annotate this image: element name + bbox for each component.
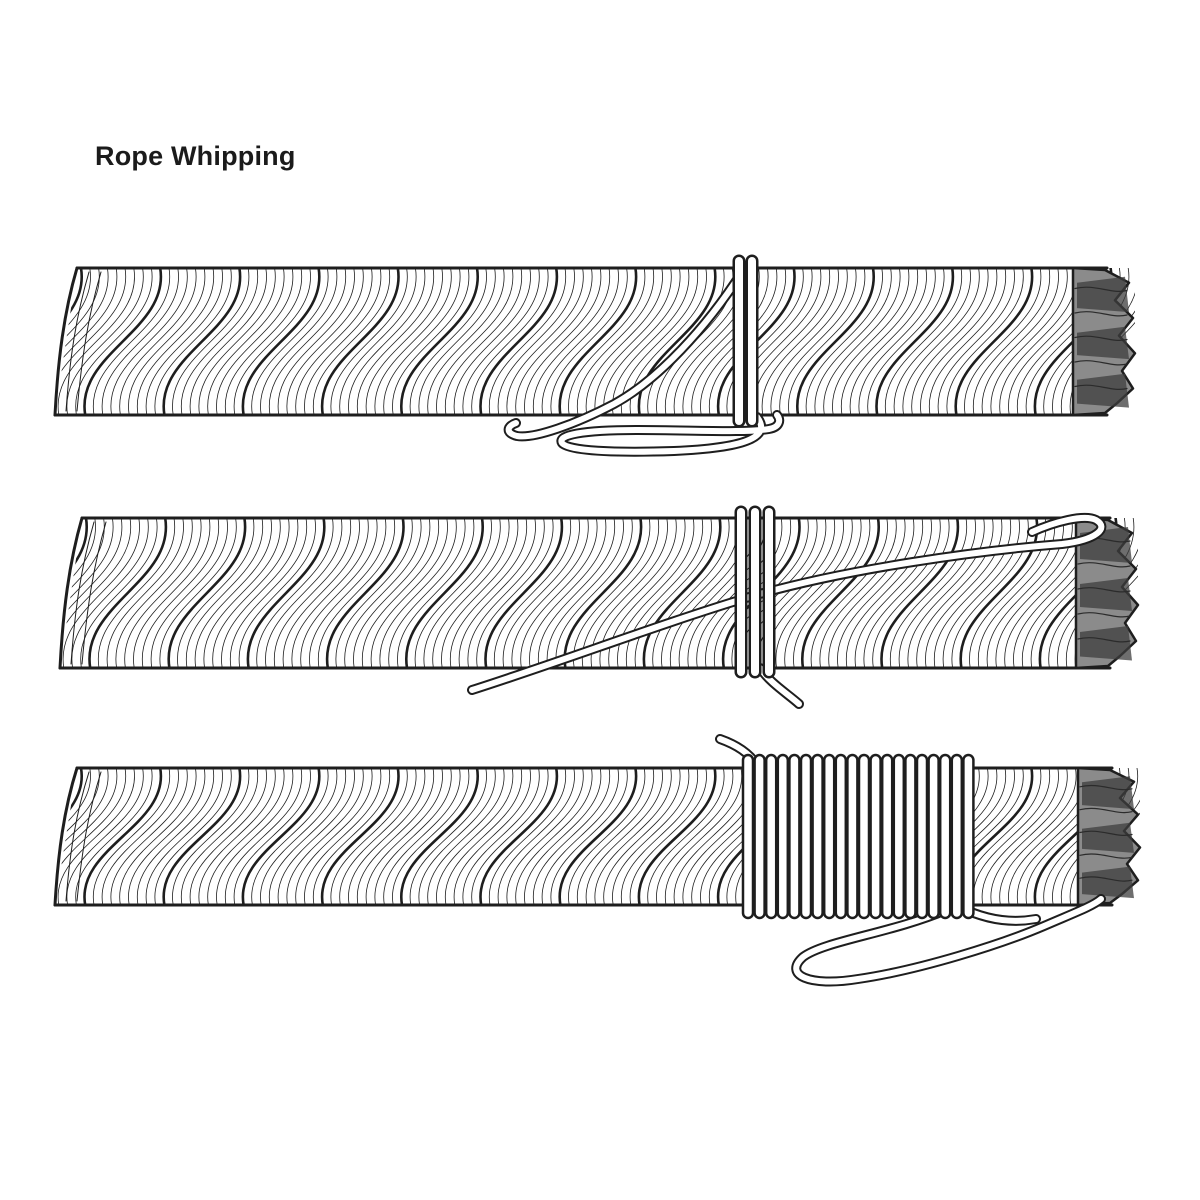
rope-frayed-end [1071,266,1137,417]
rope-step-2 [58,516,1140,670]
rope-fibers [55,768,1140,905]
twine-diagonal-end [503,267,747,442]
rope-fibers [55,268,1135,415]
whipping-twine-step-1 [503,254,785,457]
twine-pull-loop [791,894,1106,987]
whipping-twine-step-3 [715,734,1106,987]
rope-step-1 [53,266,1137,417]
rope-frayed-end [1076,766,1142,907]
whipping-twine-step-2 [467,505,1107,709]
whipping-coil [741,753,975,920]
rope-fibers [60,518,1138,668]
figure-title: Rope Whipping [95,141,296,171]
rope-step-3 [53,766,1142,907]
twine-hanging-loop [556,410,785,457]
twine-long-diagonal [467,512,1107,695]
rope-frayed-end [1074,516,1140,670]
